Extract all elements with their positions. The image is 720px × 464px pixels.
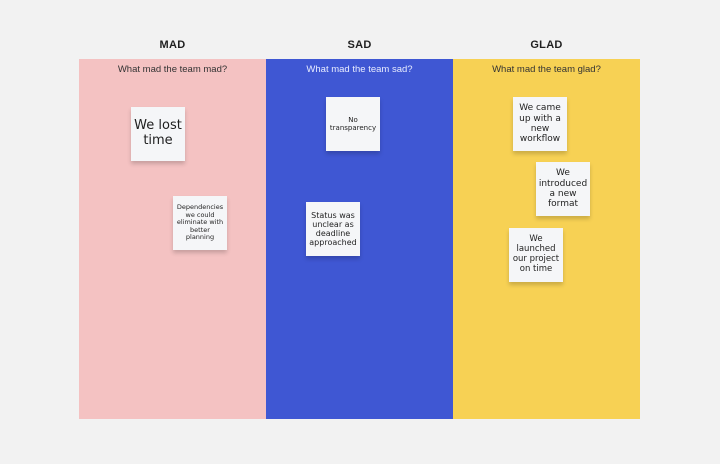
column-prompt-sad: What mad the team sad? — [306, 64, 413, 75]
column-title-sad: SAD — [347, 39, 372, 51]
sticky-note[interactable]: No transparency — [326, 97, 380, 151]
sticky-note[interactable]: We lost time — [131, 107, 185, 161]
column-title-glad: GLAD — [530, 39, 563, 51]
column-title-mad: MAD — [159, 39, 186, 51]
sticky-note[interactable]: We launched our project on time — [509, 228, 563, 282]
column-prompt-glad: What mad the team glad? — [492, 64, 601, 75]
sticky-note[interactable]: We came up with a new workflow — [513, 97, 567, 151]
sticky-note[interactable]: Status was unclear as deadline approache… — [306, 202, 360, 256]
sticky-note[interactable]: We introduced a new format — [536, 162, 590, 216]
sticky-note[interactable]: Dependencies we could eliminate with bet… — [173, 196, 227, 250]
column-prompt-mad: What mad the team mad? — [117, 64, 228, 75]
